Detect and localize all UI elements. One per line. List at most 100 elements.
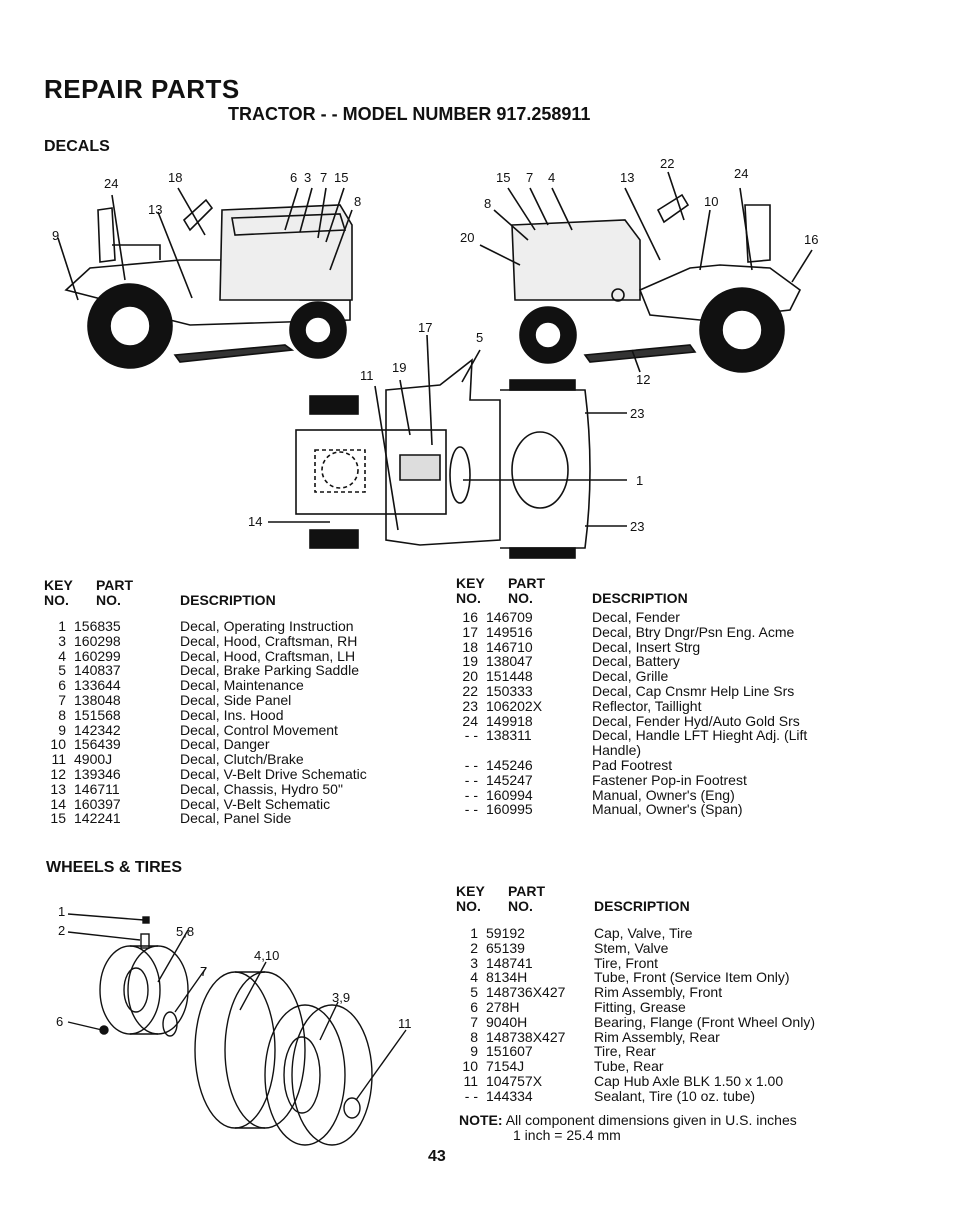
part-no-cell	[486, 743, 592, 758]
part-no-cell: 145246	[486, 756, 533, 773]
description-cell: Decal, Side Panel	[180, 691, 292, 708]
description-cell: Decal, Operating Instruction	[180, 618, 354, 634]
key-no-cell: 7	[470, 1013, 478, 1030]
key-no-cell: 15	[50, 810, 66, 827]
decals-heading: DECALS	[44, 138, 110, 155]
part-no-cell: 59192	[486, 925, 525, 941]
part-no-cell: 156835	[74, 618, 121, 634]
table-row: 9 151607 Tire, Rear	[456, 1044, 815, 1059]
description-cell: Decal, Control Movement	[180, 721, 338, 738]
part-no-cell: 106202X	[486, 697, 543, 714]
description-cell: Decal, Danger	[180, 736, 270, 753]
decals-diagram: 24 18 6 3 7 15 13 8 9 15 7 4 13 22 24 10…	[52, 156, 818, 559]
callout-13: 13	[620, 170, 634, 185]
callout-15: 15	[496, 170, 510, 185]
description-cell: Decal, V-Belt Schematic	[180, 795, 331, 812]
callout-2: 2	[58, 923, 65, 938]
description-cell: Manual, Owner's (Eng)	[592, 786, 735, 803]
part-no-cell: 9040H	[486, 1013, 528, 1030]
callout-13: 13	[148, 202, 162, 217]
part-no-cell: 151568	[74, 706, 121, 723]
page-title: REPAIR PARTS	[44, 74, 240, 104]
key-no-cell: 19	[462, 653, 478, 670]
key-no-cell: - -	[464, 1087, 478, 1104]
callout-8: 8	[484, 196, 491, 211]
description-cell: Tube, Rear	[594, 1058, 664, 1075]
key-no-cell: 24	[462, 712, 478, 729]
part-no-cell: 142342	[74, 721, 121, 738]
callout-19: 19	[392, 360, 406, 375]
part-no-cell: 148741	[486, 954, 533, 971]
description-cell: Decal, Clutch/Brake	[180, 751, 304, 768]
part-no-cell: 160397	[74, 795, 121, 812]
key-no-cell: 17	[462, 623, 478, 640]
description-cell: Handle)	[592, 742, 642, 759]
part-no-cell: 7154J	[486, 1058, 525, 1075]
callout-8: 8	[354, 194, 361, 209]
callout-6: 6	[290, 170, 297, 185]
description-cell: Decal, Ins. Hood	[180, 706, 284, 723]
description-cell: Decal, Brake Parking Saddle	[180, 662, 359, 679]
key-no-cell: 8	[470, 1028, 478, 1045]
page-subtitle: TRACTOR - - MODEL NUMBER 917.258911	[228, 104, 591, 124]
part-no-cell: 138048	[74, 691, 121, 708]
tractor-top-view-illustration	[268, 334, 627, 559]
description-cell: Tire, Rear	[594, 1043, 656, 1060]
part-no-cell: 104757X	[486, 1072, 543, 1089]
description-cell: Decal, Battery	[592, 653, 680, 670]
key-no-cell: 6	[58, 677, 66, 694]
callout-5: 5	[476, 330, 483, 345]
description-cell: Manual, Owner's (Span)	[592, 801, 743, 818]
key-no-cell: 13	[50, 780, 66, 797]
part-no-cell: 142241	[74, 810, 121, 827]
part-no-cell: 151607	[486, 1043, 533, 1060]
callout-11: 11	[398, 1016, 412, 1031]
description-cell: Pad Footrest	[592, 756, 673, 773]
part-no-cell: 150333	[486, 682, 533, 699]
part-no-cell: 145247	[486, 771, 533, 788]
part-no-cell: 146710	[486, 638, 533, 655]
callout-23: 23	[630, 519, 644, 534]
callout-4: 4	[548, 170, 555, 185]
description-cell: Decal, Cap Cnsmr Help Line Srs	[592, 682, 795, 699]
part-no-cell: 138311	[486, 727, 532, 744]
callout-3-9: 3,9	[332, 990, 350, 1005]
description-cell: Fastener Pop-in Footrest	[592, 771, 747, 788]
part-no-cell: 8134H	[486, 969, 528, 986]
description-cell: Reflector, Taillight	[592, 697, 702, 714]
key-no-cell: 10	[50, 736, 66, 753]
description-cell: Decal, Fender	[592, 609, 680, 625]
part-no-cell: 4900J	[74, 751, 113, 768]
key-no-cell: 9	[470, 1043, 478, 1060]
description-cell: Sealant, Tire (10 oz. tube)	[594, 1087, 756, 1104]
callout-20: 20	[460, 230, 474, 245]
key-no-cell: 18	[462, 638, 478, 655]
key-no-cell: 7	[58, 691, 66, 708]
callout-11: 11	[360, 368, 374, 383]
part-no-cell: 146711	[74, 780, 120, 797]
callout-24: 24	[104, 176, 118, 191]
callout-10: 10	[704, 194, 718, 209]
key-no-cell: 4	[470, 969, 478, 986]
